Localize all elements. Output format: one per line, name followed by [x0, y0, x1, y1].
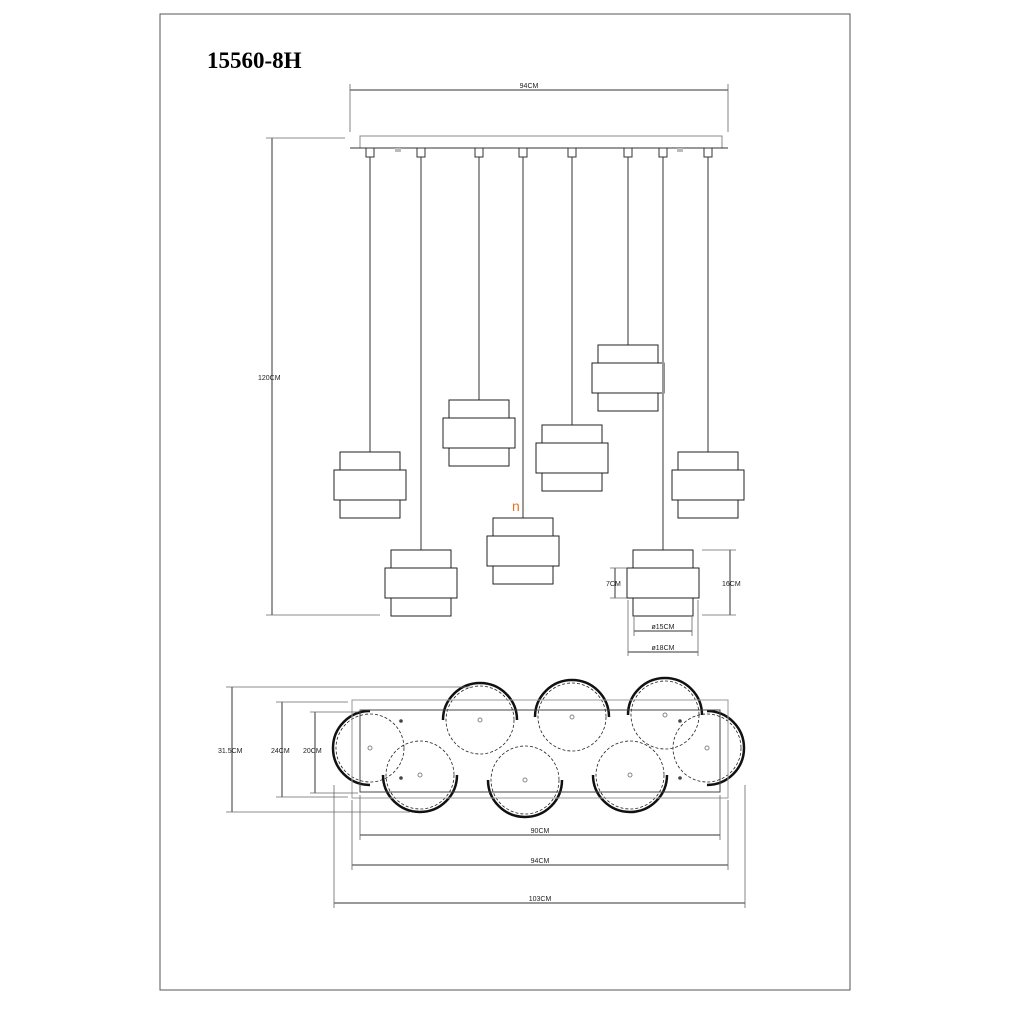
svg-text:20CM: 20CM	[303, 748, 322, 755]
cord-clamp	[623, 147, 633, 158]
pendants-side-view	[333, 147, 745, 617]
shade-band	[333, 469, 407, 501]
shade-top-view-3	[441, 681, 519, 755]
cord-clamp	[474, 147, 484, 158]
pendant-2	[384, 147, 458, 617]
shade-band	[442, 417, 516, 449]
svg-text:ø18CM: ø18CM	[652, 645, 675, 652]
cord-clamp	[416, 147, 426, 158]
total-height-dimension: 120CM	[258, 137, 380, 616]
pendant-7	[626, 147, 700, 617]
svg-text:24CM: 24CM	[271, 748, 290, 755]
shade-band	[626, 567, 700, 599]
svg-text:16CM: 16CM	[722, 581, 741, 588]
shade-top-view-8	[672, 709, 746, 787]
top-view-dimensions: 31.5CM 24CM 20CM 90CM 94CM 103CM	[218, 686, 746, 908]
canopy-screw	[395, 148, 401, 152]
mount-hole	[678, 719, 682, 723]
shade-top-view-4	[486, 745, 564, 819]
svg-text:103CM: 103CM	[529, 896, 552, 903]
mount-hole	[399, 776, 403, 780]
canopy-width-dimension: 94CM	[349, 83, 729, 132]
shade-dimensions: 16CM 7CM ø15CM ø18CM	[606, 549, 741, 656]
cord-clamp	[518, 147, 528, 158]
pendant-3	[442, 147, 516, 467]
mount-hole	[678, 776, 682, 780]
top-view	[331, 676, 746, 819]
pendant-1	[333, 147, 407, 519]
watermark-fragment: n	[512, 498, 520, 514]
shade-top-view-6	[591, 740, 669, 814]
shade-band	[486, 535, 560, 567]
drawing-frame	[159, 13, 851, 991]
pendant-6	[591, 147, 665, 412]
shade-band	[591, 362, 665, 394]
canopy	[350, 135, 728, 149]
cord-clamp	[658, 147, 668, 158]
shade-band	[384, 567, 458, 599]
svg-text:94CM: 94CM	[531, 858, 550, 865]
shade-top-view-7	[626, 676, 704, 750]
canopy-inner-outline	[359, 709, 721, 793]
cord-clamp	[567, 147, 577, 158]
shade-band	[535, 442, 609, 474]
shade-band	[671, 469, 745, 501]
product-code: 15560-8H	[207, 48, 302, 73]
svg-text:ø15CM: ø15CM	[652, 624, 675, 631]
pendant-5	[535, 147, 609, 492]
cord-clamp	[365, 147, 375, 158]
pendant-8	[671, 147, 745, 519]
mount-hole	[399, 719, 403, 723]
svg-text:90CM: 90CM	[531, 828, 550, 835]
shade-top-view-5	[533, 678, 611, 752]
shade-top-view-2	[381, 740, 459, 814]
cord-clamp	[703, 147, 713, 158]
svg-text:7CM: 7CM	[606, 581, 621, 588]
canopy-outline	[351, 699, 729, 799]
canopy-screw	[677, 148, 683, 152]
svg-text:31.5CM: 31.5CM	[218, 748, 243, 755]
svg-text:120CM: 120CM	[258, 375, 281, 382]
shade-top-view-1	[331, 709, 405, 787]
svg-text:94CM: 94CM	[520, 83, 539, 90]
pendant-4	[486, 147, 560, 585]
